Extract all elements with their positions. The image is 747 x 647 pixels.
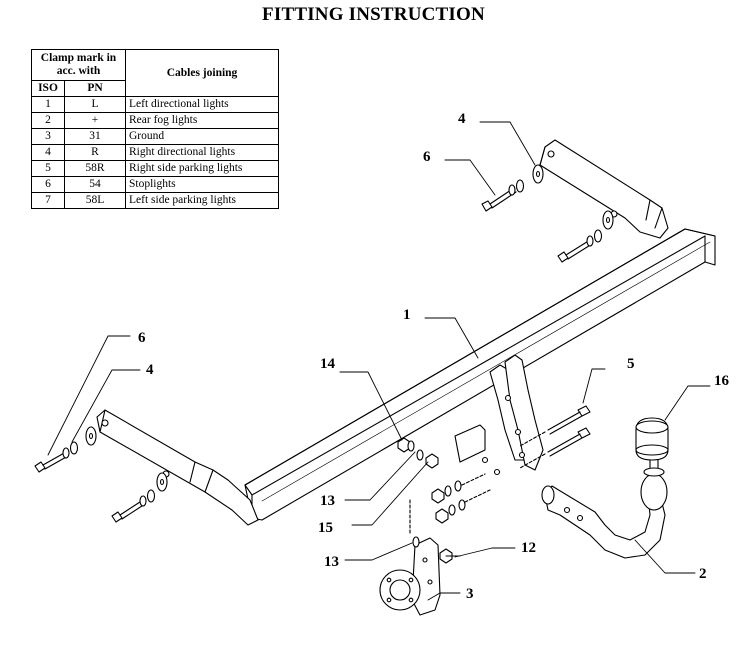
- bolt-set-right-bottom: [557, 210, 614, 263]
- callout-13-lower: 13: [324, 554, 339, 570]
- leader-lines: [47, 121, 711, 601]
- right-side-bracket: [539, 139, 669, 239]
- callout-5: 5: [627, 356, 635, 372]
- centre-mounting-plate: [454, 354, 544, 476]
- left-side-bracket: [96, 409, 259, 526]
- desc-cell: Right side parking lights: [125, 160, 279, 177]
- table-subheader-row: ISO PN: [31, 80, 279, 97]
- table-row: 7 58L Left side parking lights: [31, 192, 279, 209]
- callout-16: 16: [714, 373, 730, 389]
- cable-joining-table: Clamp mark in acc. with Cables joining I…: [31, 49, 279, 209]
- pn-header: PN: [64, 80, 126, 97]
- callout-6-left: 6: [138, 330, 146, 346]
- callout-3: 3: [466, 586, 474, 602]
- pn-cell: 58R: [64, 160, 126, 177]
- nuts-washers: [397, 437, 491, 536]
- callout-13-upper: 13: [320, 493, 335, 509]
- callout-12: 12: [521, 540, 536, 556]
- table-row: 5 58R Right side parking lights: [31, 160, 279, 177]
- table-row: 2 + Rear fog lights: [31, 112, 279, 129]
- callout-labels: 4 6 1 6 4 14 5 16 13 15 13 12 2 3: [138, 111, 730, 602]
- callout-1: 1: [403, 307, 411, 323]
- desc-cell: Left side parking lights: [125, 192, 279, 209]
- tow-ball-neck: [541, 459, 668, 559]
- callout-6-top: 6: [423, 149, 431, 165]
- callout-15: 15: [318, 520, 333, 536]
- tow-ball-cap: [635, 417, 669, 461]
- bolt-set-left-bottom: [111, 472, 168, 523]
- callout-2: 2: [699, 566, 707, 582]
- bolt-set-right-top: [481, 164, 544, 212]
- table-row: 4 R Right directional lights: [31, 144, 279, 161]
- callout-14: 14: [320, 356, 336, 372]
- socket-plate: [379, 536, 461, 616]
- clamp-mark-header: Clamp mark in acc. with: [31, 49, 126, 81]
- page-title: FITTING INSTRUCTION: [262, 4, 485, 25]
- callout-4-top: 4: [458, 111, 466, 127]
- centre-bolts: [519, 405, 591, 469]
- callout-4-left: 4: [146, 362, 154, 378]
- bolt-set-left-top: [34, 426, 97, 473]
- table-row: 3 31 Ground: [31, 128, 279, 145]
